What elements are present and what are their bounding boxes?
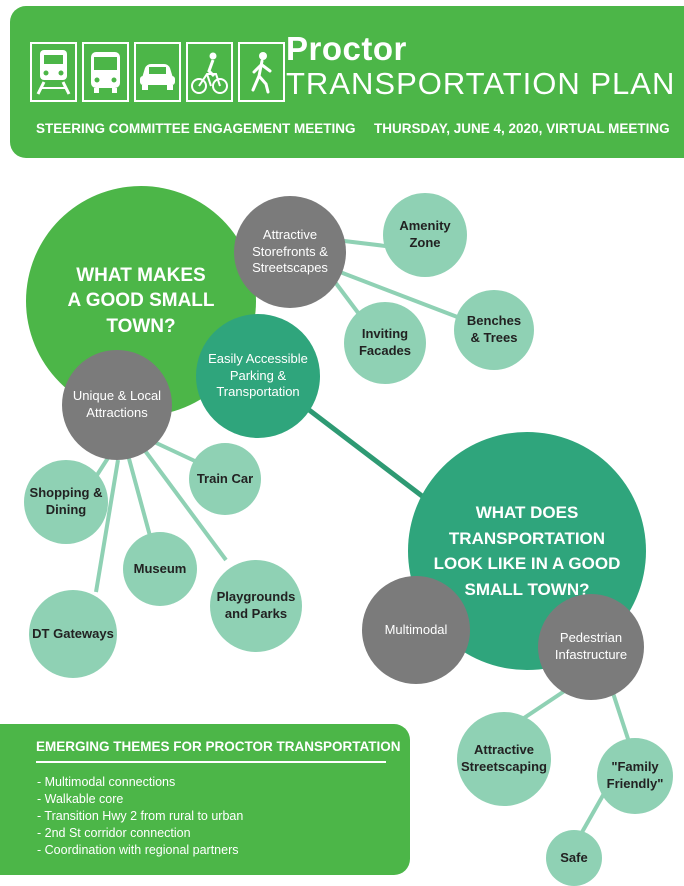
accessible-parking-bubble: Easily Accessible Parking & Transportati… (196, 314, 320, 438)
plan-title: Proctor (286, 30, 407, 67)
bubble-label: Attractive Streetscaping (461, 742, 547, 774)
connector-line (141, 446, 228, 562)
pedestrian-icon (238, 42, 285, 102)
playgrounds-parks-bubble: Playgrounds and Parks (210, 560, 302, 652)
theme-item: - Multimodal connections (37, 775, 176, 789)
amenity-zone-bubble: Amenity Zone (383, 193, 467, 277)
bubble-label: Easily Accessible Parking & Transportati… (208, 351, 308, 400)
bubble-label: Amenity Zone (399, 218, 451, 250)
benches-trees-bubble: Benches & Trees (454, 290, 534, 370)
bubble-label: Benches & Trees (466, 313, 522, 345)
question-text: WHAT DOES TRANSPORTATION LOOK LIKE IN A … (433, 503, 621, 599)
shopping-dining-bubble: Shopping & Dining (24, 460, 108, 544)
theme-item: - Coordination with regional partners (37, 843, 239, 857)
bubble-label: Inviting Facades (358, 326, 412, 358)
bubble-label: Train Car (196, 470, 254, 486)
connector-line (151, 439, 198, 464)
connector-line (294, 398, 424, 498)
pedestrian-infrastructure-bubble: Pedestrian Infastructure (538, 594, 644, 700)
bubble-label: DT Gateways (32, 625, 114, 641)
connector-line (126, 454, 152, 537)
bubble-label: Safe (560, 849, 588, 865)
train-icon (30, 42, 77, 102)
train-car-bubble: Train Car (189, 443, 261, 515)
bubble-label: Multimodal (384, 621, 448, 637)
attractive-streetscaping-bubble: Attractive Streetscaping (457, 712, 551, 806)
inviting-facades-bubble: Inviting Facades (344, 302, 426, 384)
bicycle-icon (186, 42, 233, 102)
bus-icon (82, 42, 129, 102)
bubble-label: Pedestrian Infastructure (554, 630, 628, 662)
connector-line (94, 459, 120, 593)
bubble-label: Museum (133, 560, 187, 576)
themes-divider (36, 761, 386, 763)
family-friendly-bubble: "Family Friendly" (597, 738, 673, 814)
theme-item: - Transition Hwy 2 from rural to urban (37, 809, 244, 823)
themes-list: - Multimodal connections - Walkable core… (37, 774, 243, 859)
bubble-label: Attractive Storefronts & Streetscapes (252, 227, 328, 276)
meeting-name: STEERING COMMITTEE ENGAGEMENT MEETING (36, 121, 356, 136)
bubble-label: Shopping & Dining (29, 485, 103, 517)
dt-gateways-bubble: DT Gateways (29, 590, 117, 678)
theme-item: - 2nd St corridor connection (37, 826, 191, 840)
unique-local-attractions-bubble: Unique & Local Attractions (62, 350, 172, 460)
bubble-label: Playgrounds and Parks (216, 589, 296, 621)
safe-bubble: Safe (546, 830, 602, 886)
connector-line (579, 789, 608, 835)
theme-item: - Walkable core (37, 792, 124, 806)
header-banner (10, 6, 684, 158)
question-text: WHAT MAKES A GOOD SMALL TOWN? (67, 264, 215, 337)
connector-line (339, 270, 461, 320)
bubble-label: "Family Friendly" (606, 759, 664, 791)
emerging-themes-panel (0, 724, 410, 875)
bubble-label: Unique & Local Attractions (72, 388, 162, 420)
car-icon (134, 42, 181, 102)
attractive-storefronts-bubble: Attractive Storefronts & Streetscapes (234, 196, 346, 308)
themes-title: EMERGING THEMES FOR PROCTOR TRANSPORTATI… (36, 739, 401, 754)
meeting-date: THURSDAY, JUNE 4, 2020, VIRTUAL MEETING (374, 121, 670, 136)
plan-subtitle: TRANSPORTATION PLAN (286, 66, 676, 101)
museum-bubble: Museum (123, 532, 197, 606)
multimodal-bubble: Multimodal (362, 576, 470, 684)
connector-line (610, 689, 632, 746)
